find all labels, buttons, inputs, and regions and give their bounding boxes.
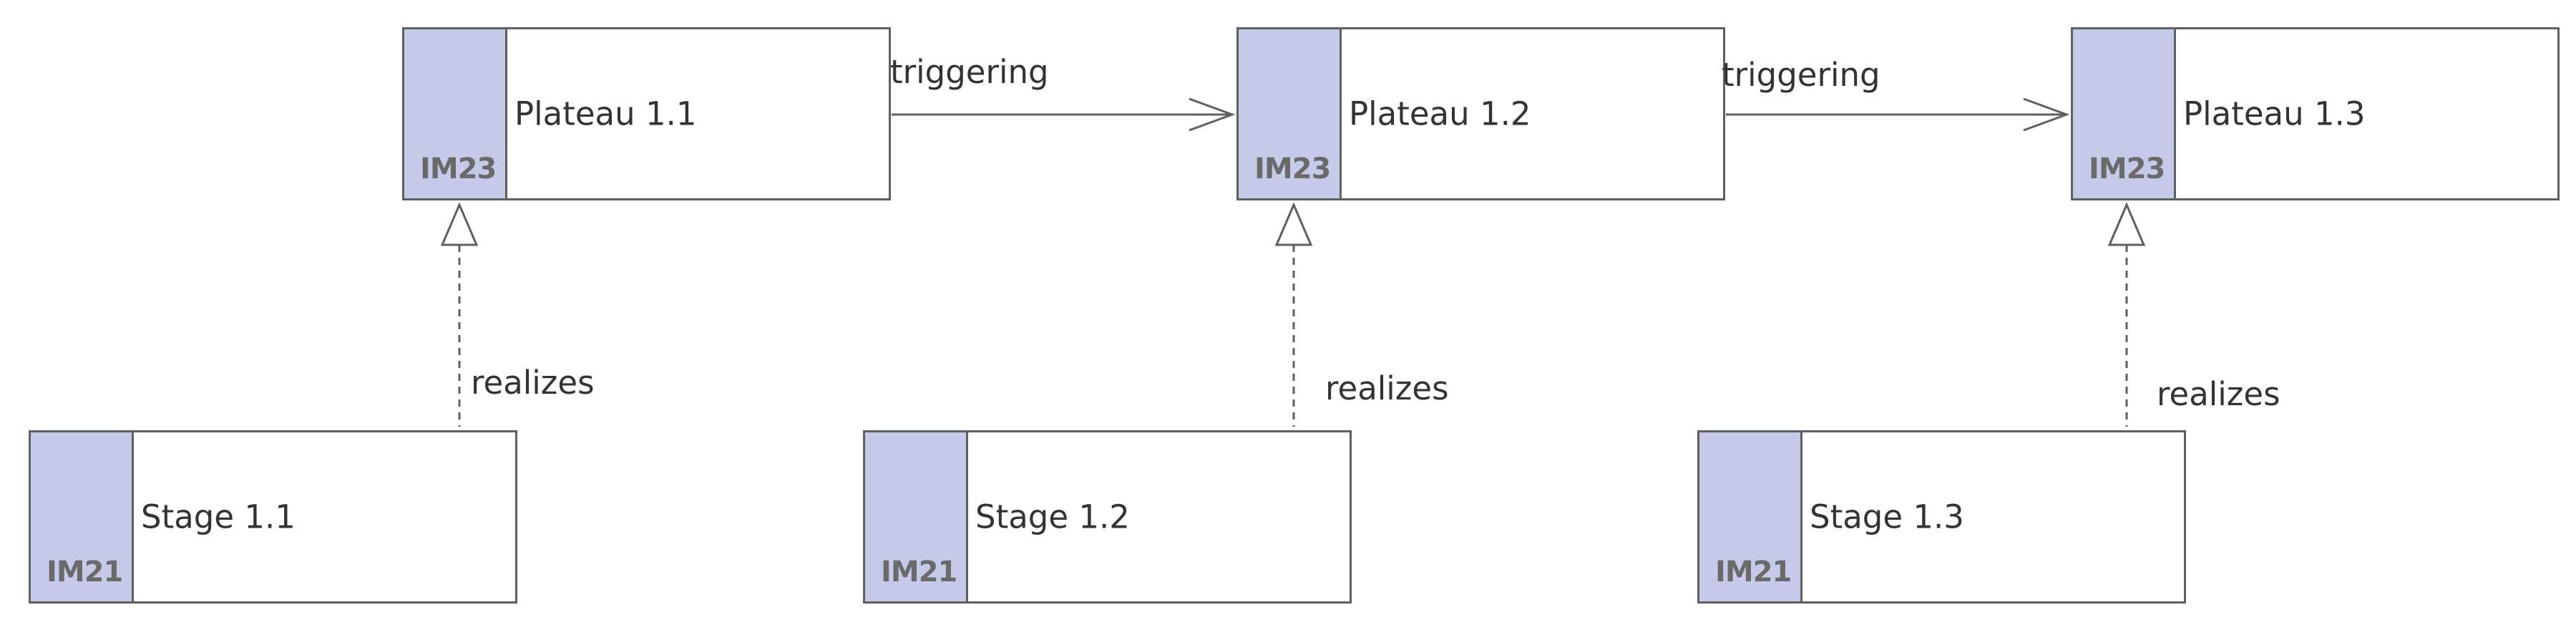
stage-2-code: IM21 — [881, 556, 957, 588]
triggering-arrow-2 — [1726, 97, 2070, 132]
stage-3-code: IM21 — [1715, 556, 1792, 588]
plateau-node-3[interactable]: IM23 Plateau 1.3 — [2071, 27, 2560, 200]
plateau-3-stripe — [2073, 29, 2176, 198]
stage-3-label: Stage 1.3 — [1810, 498, 1964, 536]
realizes-arrow-2 — [1274, 202, 1313, 427]
plateau-3-label: Plateau 1.3 — [2183, 94, 2366, 133]
stage-3-stripe — [1699, 432, 1802, 601]
plateau-2-code: IM23 — [1254, 152, 1331, 185]
realizes-label-3: realizes — [2157, 375, 2280, 413]
stage-node-2[interactable]: IM21 Stage 1.2 — [863, 430, 1352, 604]
plateau-2-stripe — [1239, 29, 1342, 198]
stage-node-3[interactable]: IM21 Stage 1.3 — [1697, 430, 2186, 604]
triggering-arrow-1 — [892, 97, 1236, 132]
stage-2-stripe — [865, 432, 968, 601]
realizes-arrow-3 — [2107, 202, 2146, 427]
realizes-label-1: realizes — [471, 364, 595, 402]
triggering-label-1: triggering — [890, 53, 1049, 91]
plateau-1-label: Plateau 1.1 — [514, 94, 697, 133]
stage-2-label: Stage 1.2 — [975, 498, 1130, 536]
triggering-label-2: triggering — [1722, 56, 1880, 94]
plateau-1-stripe — [404, 29, 507, 198]
stage-1-label: Stage 1.1 — [141, 498, 296, 536]
stage-1-stripe — [31, 432, 134, 601]
plateau-node-2[interactable]: IM23 Plateau 1.2 — [1236, 27, 1725, 200]
stage-node-1[interactable]: IM21 Stage 1.1 — [29, 430, 517, 604]
realizes-label-2: realizes — [1325, 369, 1449, 407]
plateau-3-code: IM23 — [2089, 152, 2165, 185]
plateau-1-code: IM23 — [420, 152, 497, 185]
plateau-node-1[interactable]: IM23 Plateau 1.1 — [402, 27, 891, 200]
stage-1-code: IM21 — [47, 556, 123, 588]
realizes-arrow-1 — [440, 202, 479, 427]
plateau-2-label: Plateau 1.2 — [1349, 94, 1531, 133]
